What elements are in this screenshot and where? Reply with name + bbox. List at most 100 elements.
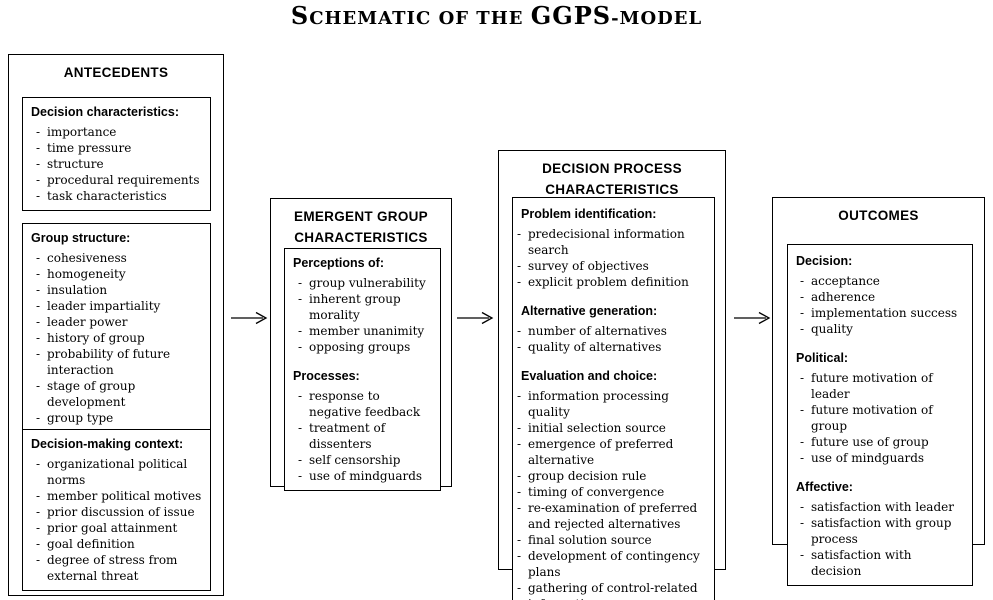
group-perceptions: Perceptions of: group vulnerabilityinher… <box>285 255 438 355</box>
group: Group structure: cohesivenesshomogeneity… <box>23 230 208 426</box>
item-list: acceptanceadherenceimplementation succes… <box>788 273 970 337</box>
list-item: history of group <box>23 330 208 346</box>
section-group-structure: Group structure: cohesivenesshomogeneity… <box>22 223 211 433</box>
group-affective: Affective: satisfaction with leadersatis… <box>788 479 970 579</box>
group-alternative-generation: Alternative generation: number of altern… <box>513 303 712 355</box>
list-item: response to negative feedback <box>285 388 438 420</box>
list-item: task characteristics <box>23 188 208 204</box>
item-list: response to negative feedbacktreatment o… <box>285 388 438 484</box>
list-item: inherent group morality <box>285 291 438 323</box>
list-item: opposing groups <box>285 339 438 355</box>
list-item: quality <box>788 321 970 337</box>
group-heading: Problem identification: <box>521 207 657 221</box>
list-item: use of mindguards <box>788 450 970 466</box>
group-heading: Evaluation and choice: <box>521 369 658 383</box>
list-item: implementation success <box>788 305 970 321</box>
group-heading: Political: <box>796 351 849 365</box>
list-item: information processing quality <box>513 388 712 420</box>
list-item: future use of group <box>788 434 970 450</box>
list-item: structure <box>23 156 208 172</box>
item-list: group vulnerabilityinherent group morali… <box>285 275 438 355</box>
item-list: cohesivenesshomogeneityinsulationleader … <box>23 250 208 426</box>
list-item: probability of future interaction <box>23 346 208 378</box>
list-item: gathering of control-related information <box>513 580 712 600</box>
item-list: satisfaction with leadersatisfaction wit… <box>788 499 970 579</box>
list-item: leader impartiality <box>23 298 208 314</box>
box-antecedents: ANTECEDENTS Decision characteristics: im… <box>8 54 224 596</box>
title-connector: OF THE <box>431 8 531 29</box>
item-list: information processing qualityinitial se… <box>513 388 712 600</box>
group-decision: Decision: acceptanceadherenceimplementat… <box>788 253 970 337</box>
list-item: group decision rule <box>513 468 712 484</box>
group-processes: Processes: response to negative feedback… <box>285 368 438 484</box>
group-heading: Processes: <box>293 369 360 383</box>
list-item: explicit problem definition <box>513 274 712 290</box>
title-initial: S <box>290 1 310 30</box>
list-item: final solution source <box>513 532 712 548</box>
group: Decision-making context: organizational … <box>23 436 208 584</box>
group-heading: Decision: <box>796 254 853 268</box>
flow-arrow-icon <box>230 311 268 325</box>
list-item: number of alternatives <box>513 323 712 339</box>
group-heading: Affective: <box>796 480 853 494</box>
list-item: self censorship <box>285 452 438 468</box>
box-process-title-line1: DECISION PROCESS <box>542 161 682 176</box>
title-word-rest: CHEMATIC <box>309 8 432 29</box>
list-item: re-examination of preferred and rejected… <box>513 500 712 532</box>
list-item: importance <box>23 124 208 140</box>
item-list: number of alternativesquality of alterna… <box>513 323 712 355</box>
list-item: use of mindguards <box>285 468 438 484</box>
list-item: development of contingency plans <box>513 548 712 580</box>
group-heading: Group structure: <box>31 231 131 245</box>
list-item: quality of alternatives <box>513 339 712 355</box>
list-item: procedural requirements <box>23 172 208 188</box>
list-item: future motivation of leader <box>788 370 970 402</box>
group-heading: Perceptions of: <box>293 256 384 270</box>
item-list: future motivation of leaderfuture motiva… <box>788 370 970 466</box>
section-process-inner: Problem identification: predecisional in… <box>512 197 715 600</box>
box-process-title-line2: CHARACTERISTICS <box>545 182 679 197</box>
box-process-title: DECISION PROCESS CHARACTERISTICS <box>499 151 725 200</box>
item-list: organizational political normsmember pol… <box>23 456 208 584</box>
list-item: stage of group development <box>23 378 208 410</box>
list-item: timing of convergence <box>513 484 712 500</box>
list-item: organizational political norms <box>23 456 208 488</box>
box-outcomes: OUTCOMES Decision: acceptanceadherenceim… <box>772 197 985 586</box>
list-item: insulation <box>23 282 208 298</box>
list-item: group vulnerability <box>285 275 438 291</box>
list-item: survey of objectives <box>513 258 712 274</box>
list-item: homogeneity <box>23 266 208 282</box>
box-emergent-title: EMERGENT GROUP CHARACTERISTICS <box>271 199 451 248</box>
section-outcomes-inner: Decision: acceptanceadherenceimplementat… <box>787 244 973 586</box>
title-acronym: GGPS <box>530 1 612 30</box>
group-heading: Decision-making context: <box>31 437 184 451</box>
flow-arrow-icon <box>456 311 494 325</box>
title-suffix: -MODEL <box>611 8 703 29</box>
list-item: member political motives <box>23 488 208 504</box>
section-decision-making-context: Decision-making context: organizational … <box>22 429 211 591</box>
box-emergent-title-line1: EMERGENT GROUP <box>294 209 428 224</box>
box-decision-process-characteristics: DECISION PROCESS CHARACTERISTICS Problem… <box>498 150 726 600</box>
list-item: member unanimity <box>285 323 438 339</box>
list-item: treatment of dissenters <box>285 420 438 452</box>
list-item: group type <box>23 410 208 426</box>
list-item: leader power <box>23 314 208 330</box>
box-emergent-title-line2: CHARACTERISTICS <box>294 230 428 245</box>
list-item: predecisional information search <box>513 226 712 258</box>
list-item: satisfaction with leader <box>788 499 970 515</box>
group-heading: Decision characteristics: <box>31 105 179 119</box>
box-antecedents-title: ANTECEDENTS <box>63 65 169 80</box>
group-political: Political: future motivation of leaderfu… <box>788 350 970 466</box>
item-list: predecisional information searchsurvey o… <box>513 226 712 290</box>
group: Decision characteristics: importancetime… <box>23 104 208 204</box>
section-decision-characteristics: Decision characteristics: importancetime… <box>22 97 211 211</box>
section-emergent-inner: Perceptions of: group vulnerabilityinher… <box>284 248 441 491</box>
list-item: satisfaction with decision <box>788 547 970 579</box>
list-item: adherence <box>788 289 970 305</box>
group-problem-identification: Problem identification: predecisional in… <box>513 206 712 290</box>
list-item: time pressure <box>23 140 208 156</box>
item-list: importancetime pressurestructureprocedur… <box>23 124 208 204</box>
list-item: emergence of preferred alternative <box>513 436 712 468</box>
list-item: satisfaction with group process <box>788 515 970 547</box>
